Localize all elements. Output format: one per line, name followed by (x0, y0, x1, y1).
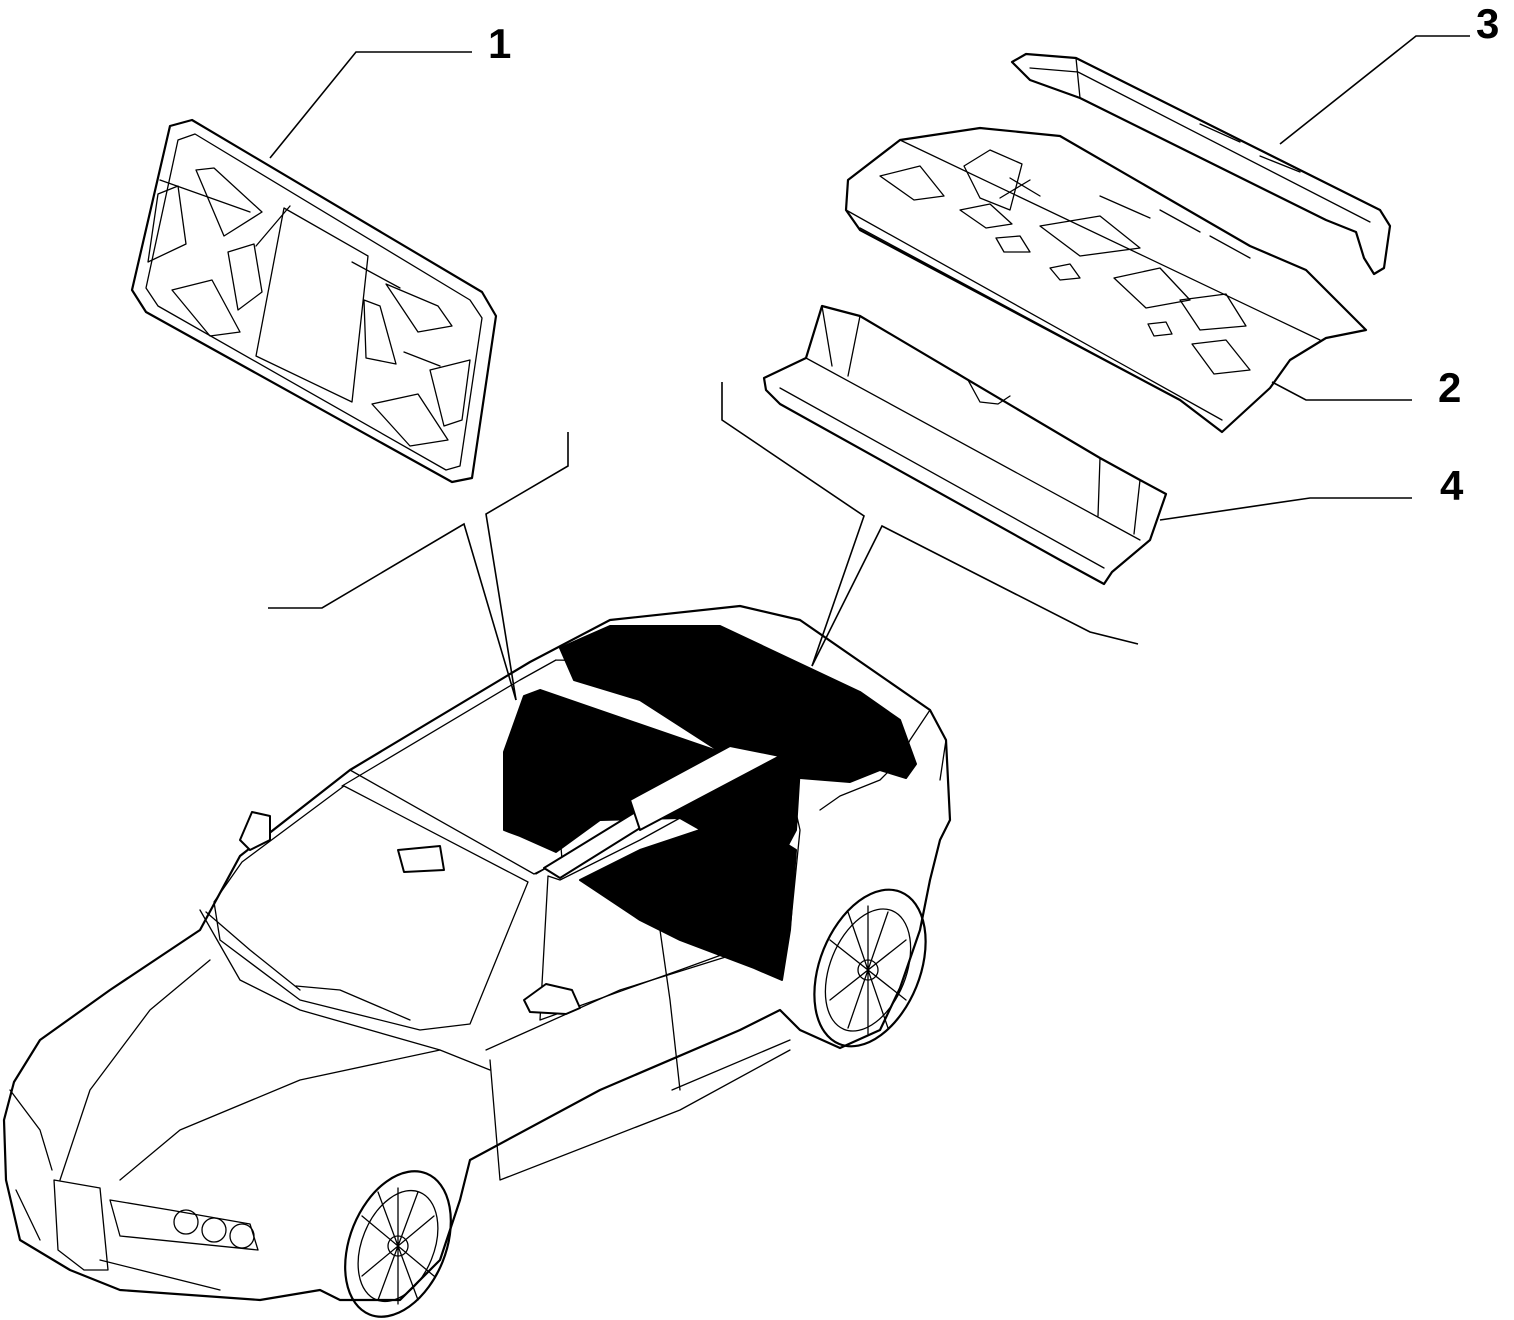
car-wheels (344, 888, 927, 1318)
side-mirror (523, 983, 581, 1015)
assembly-leader-lines (268, 382, 1139, 701)
leader-line-3 (1279, 35, 1470, 145)
callout-label-3: 3 (1476, 0, 1499, 47)
callout-label-2: 2 (1438, 364, 1461, 411)
part-1-insulation-panel[interactable] (130, 118, 498, 484)
callout-label-1: 1 (488, 20, 511, 67)
leader-line-1 (269, 51, 472, 159)
leader-line-2 (1271, 381, 1412, 401)
part-4-lower-rear-panel[interactable] (762, 304, 1168, 586)
leader-line-4 (1159, 497, 1412, 521)
part-3-rear-crossmember-trim[interactable] (1010, 52, 1392, 276)
left-mirror (239, 811, 271, 851)
car-highlight-zones (503, 625, 917, 981)
part-2-rear-parcel-shelf[interactable] (844, 126, 1368, 434)
callout-label-4: 4 (1440, 462, 1464, 509)
